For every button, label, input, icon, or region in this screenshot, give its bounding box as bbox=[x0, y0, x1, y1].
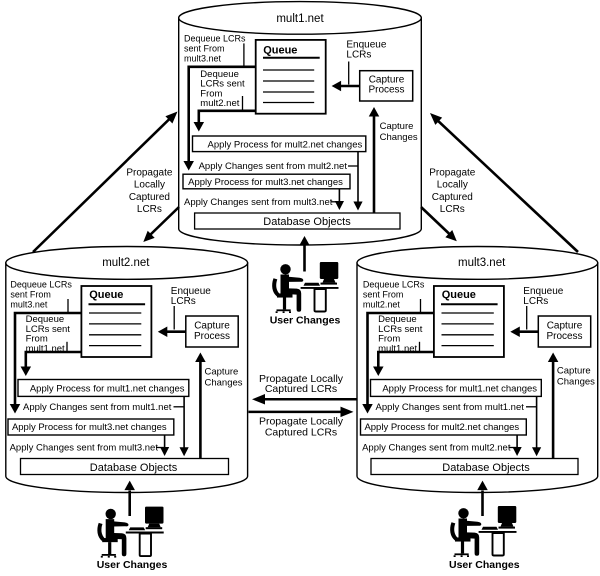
svg-text:LCRs sent: LCRs sent bbox=[200, 79, 245, 90]
svg-text:LCRs sent: LCRs sent bbox=[26, 324, 71, 335]
svg-text:Process: Process bbox=[368, 84, 404, 95]
svg-text:Queue: Queue bbox=[442, 289, 476, 301]
svg-text:mult2.net: mult2.net bbox=[363, 299, 401, 309]
svg-text:Database Objects: Database Objects bbox=[263, 216, 351, 228]
svg-text:mult3.net: mult3.net bbox=[458, 257, 506, 269]
svg-text:Capture: Capture bbox=[547, 320, 583, 331]
svg-text:mult1.net: mult1.net bbox=[26, 343, 65, 354]
svg-text:Process: Process bbox=[546, 331, 582, 342]
svg-text:Changes: Changes bbox=[557, 377, 595, 388]
svg-text:Capture: Capture bbox=[369, 74, 405, 85]
svg-text:User Changes: User Changes bbox=[97, 559, 168, 571]
svg-text:mult2.net: mult2.net bbox=[102, 257, 150, 269]
svg-text:Apply Process for mult3.net ch: Apply Process for mult3.net changes bbox=[12, 422, 167, 433]
svg-text:Apply Changes sent from mult1.: Apply Changes sent from mult1.net bbox=[23, 402, 172, 413]
svg-text:Database Objects: Database Objects bbox=[90, 462, 178, 474]
svg-text:LCRs: LCRs bbox=[137, 204, 162, 215]
svg-text:Enqueue: Enqueue bbox=[346, 40, 386, 51]
svg-text:Apply Changes sent from mult2.: Apply Changes sent from mult2.net bbox=[362, 442, 511, 453]
svg-text:mult1.net: mult1.net bbox=[276, 13, 324, 25]
svg-text:Queue: Queue bbox=[89, 289, 123, 301]
svg-text:Propagate: Propagate bbox=[126, 168, 173, 179]
svg-text:Apply Process for mult2.net ch: Apply Process for mult2.net changes bbox=[364, 422, 519, 433]
svg-text:Apply Process for mult2.net ch: Apply Process for mult2.net changes bbox=[208, 139, 363, 150]
svg-text:Dequeue LCRs: Dequeue LCRs bbox=[10, 280, 72, 290]
svg-text:Queue: Queue bbox=[263, 45, 297, 57]
svg-text:Process: Process bbox=[194, 331, 230, 342]
svg-text:Changes: Changes bbox=[205, 378, 243, 389]
svg-text:Enqueue: Enqueue bbox=[171, 286, 211, 297]
svg-text:mult2.net: mult2.net bbox=[200, 98, 239, 109]
svg-text:LCRs: LCRs bbox=[523, 296, 548, 307]
svg-text:Captured: Captured bbox=[129, 192, 170, 203]
svg-text:Locally: Locally bbox=[134, 180, 165, 191]
svg-text:Apply Process for mult1.net ch: Apply Process for mult1.net changes bbox=[382, 384, 537, 395]
svg-text:Captured LCRs: Captured LCRs bbox=[265, 383, 337, 395]
svg-text:Apply Process for mult1.net ch: Apply Process for mult1.net changes bbox=[30, 384, 185, 395]
svg-text:Apply Changes sent from mult3.: Apply Changes sent from mult3.net bbox=[10, 442, 159, 453]
svg-text:mult1.net: mult1.net bbox=[378, 343, 417, 354]
svg-text:Propagate Locally: Propagate Locally bbox=[259, 373, 344, 385]
svg-text:mult3.net: mult3.net bbox=[10, 299, 48, 309]
svg-text:Apply Process for mult3.net ch: Apply Process for mult3.net changes bbox=[188, 177, 343, 188]
svg-text:LCRs: LCRs bbox=[171, 296, 196, 307]
svg-text:User Changes: User Changes bbox=[449, 559, 520, 571]
svg-text:Propagate: Propagate bbox=[429, 168, 476, 179]
svg-text:LCRs sent: LCRs sent bbox=[378, 324, 423, 335]
svg-text:sent From: sent From bbox=[363, 290, 404, 300]
svg-text:From: From bbox=[26, 334, 48, 345]
svg-text:From: From bbox=[200, 88, 222, 99]
svg-text:Captured LCRs: Captured LCRs bbox=[265, 426, 337, 438]
svg-text:Dequeue: Dequeue bbox=[200, 69, 239, 80]
svg-text:Capture: Capture bbox=[194, 320, 230, 331]
svg-text:Dequeue: Dequeue bbox=[26, 314, 65, 325]
svg-text:Apply Changes sent from mult3.: Apply Changes sent from mult3.net bbox=[184, 197, 333, 208]
svg-text:Dequeue LCRs: Dequeue LCRs bbox=[363, 280, 425, 290]
svg-text:Dequeue: Dequeue bbox=[378, 314, 417, 325]
svg-text:Changes: Changes bbox=[380, 132, 418, 143]
svg-text:Capture: Capture bbox=[205, 367, 239, 378]
svg-text:LCRs: LCRs bbox=[440, 204, 465, 215]
svg-text:sent From: sent From bbox=[184, 44, 225, 54]
svg-text:Apply Changes sent from mult1.: Apply Changes sent from mult1.net bbox=[376, 402, 525, 413]
svg-text:Dequeue LCRs: Dequeue LCRs bbox=[184, 34, 246, 44]
svg-text:Enqueue: Enqueue bbox=[523, 286, 563, 297]
svg-text:User Changes: User Changes bbox=[270, 315, 341, 327]
svg-text:Capture: Capture bbox=[380, 121, 414, 132]
svg-text:mult3.net: mult3.net bbox=[184, 54, 222, 64]
svg-text:From: From bbox=[378, 334, 400, 345]
svg-text:Database Objects: Database Objects bbox=[442, 462, 530, 474]
svg-text:Capture: Capture bbox=[557, 366, 591, 377]
svg-text:Apply Changes sent from mult2.: Apply Changes sent from mult2.net bbox=[199, 161, 348, 172]
svg-text:sent From: sent From bbox=[10, 290, 51, 300]
svg-text:Captured: Captured bbox=[432, 192, 473, 203]
svg-text:Locally: Locally bbox=[437, 180, 468, 191]
svg-text:Propagate Locally: Propagate Locally bbox=[259, 416, 344, 428]
svg-text:LCRs: LCRs bbox=[346, 50, 371, 61]
